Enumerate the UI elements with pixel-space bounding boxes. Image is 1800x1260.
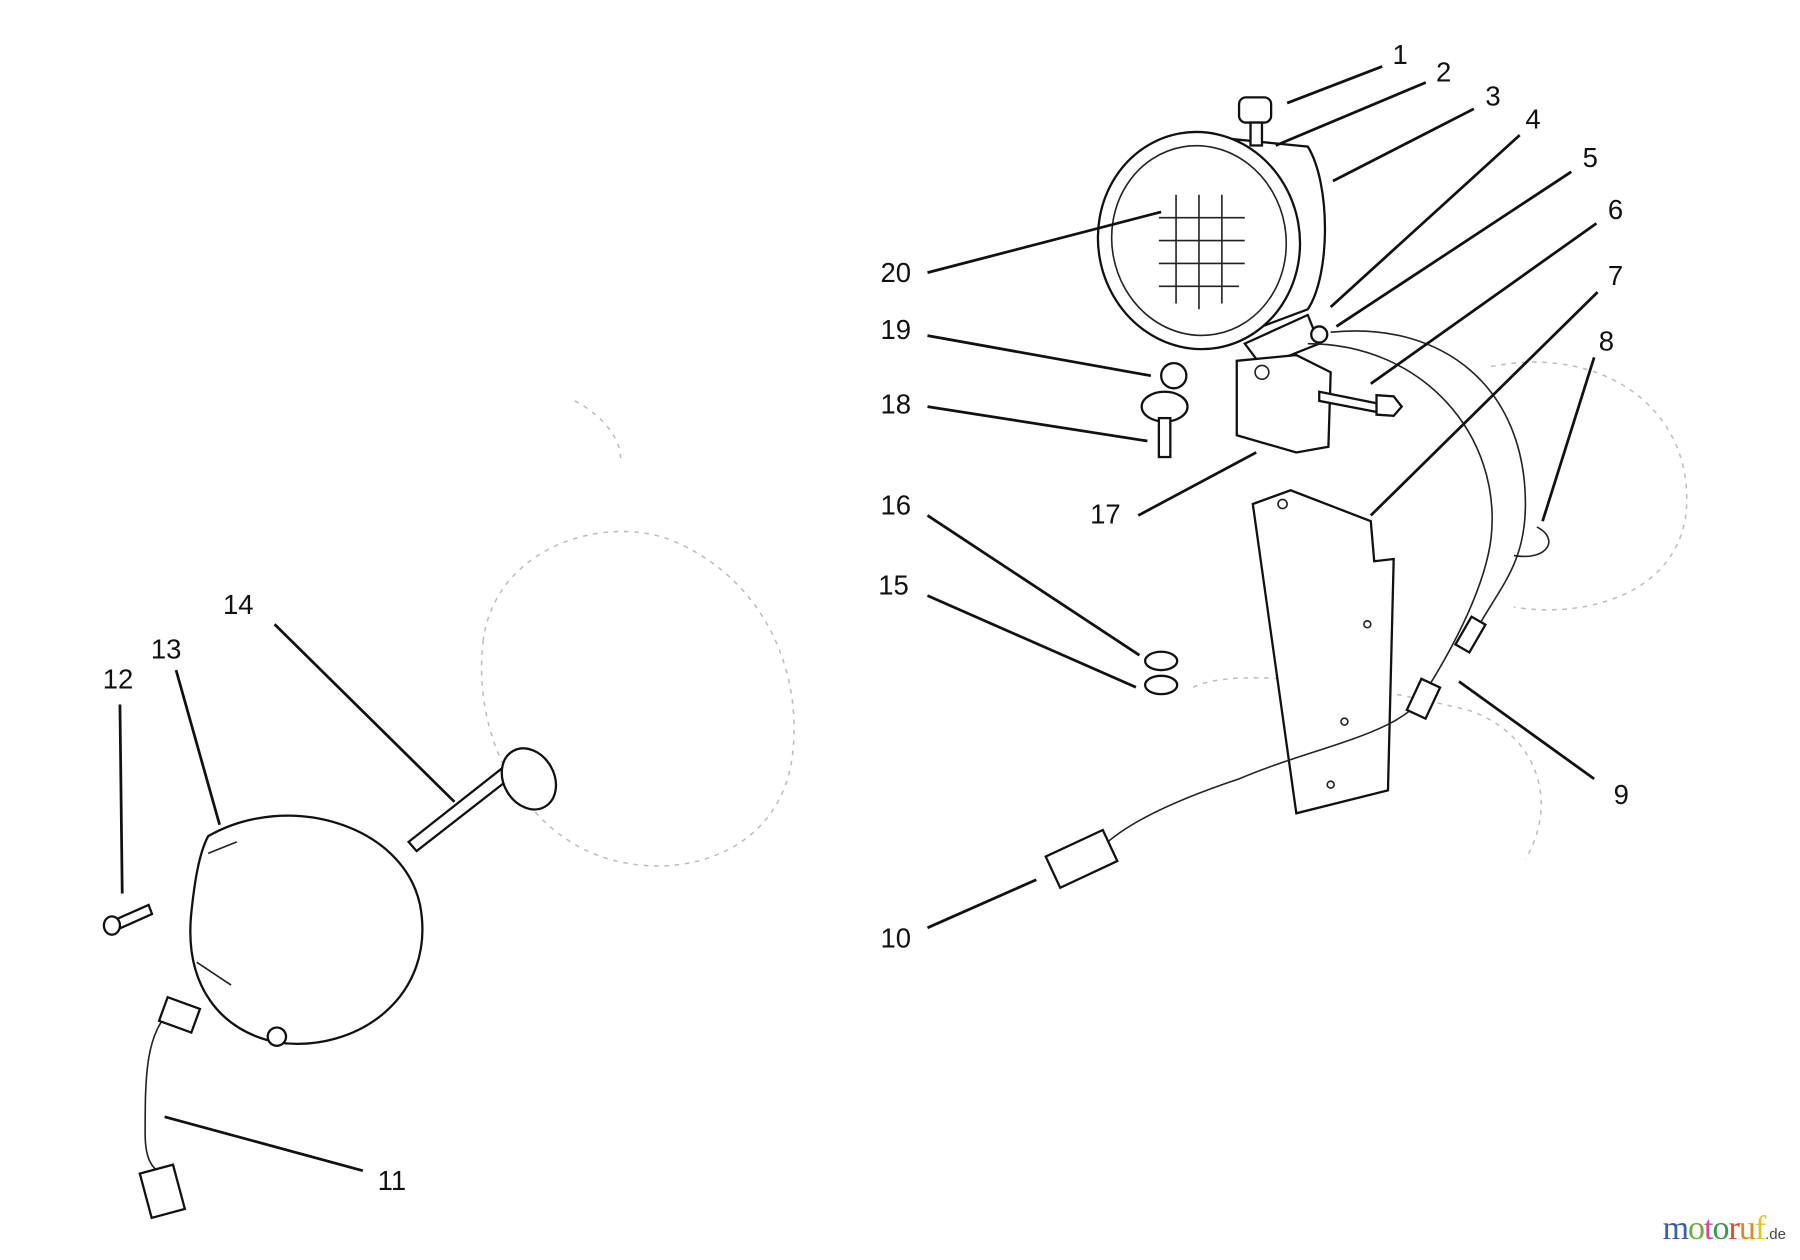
watermark-letter: r [1728, 1210, 1739, 1247]
callout-6: 6 [1608, 194, 1623, 225]
headlight-assembly [102, 747, 558, 1220]
watermark-letter: o [1712, 1210, 1729, 1247]
watermark-text: motoruf [1662, 1210, 1767, 1247]
callout-10: 10 [881, 922, 912, 953]
callout-19: 19 [881, 314, 912, 345]
wire-harness [1044, 330, 1550, 890]
callout-15: 15 [878, 569, 909, 600]
watermark-letter: m [1662, 1210, 1689, 1247]
watermark-letter: t [1704, 1210, 1714, 1247]
callout-17: 17 [1090, 498, 1121, 529]
callout-20: 20 [881, 257, 912, 288]
callout-4: 4 [1525, 103, 1540, 134]
callout-labels: 1 2 3 4 5 6 7 8 9 10 11 12 13 14 15 16 1… [103, 39, 1629, 1196]
callout-1: 1 [1393, 39, 1408, 70]
callout-14: 14 [223, 589, 254, 620]
watermark-letter: o [1688, 1210, 1705, 1247]
watermark-letter: u [1738, 1210, 1756, 1247]
callout-12: 12 [103, 663, 134, 694]
callout-8: 8 [1599, 326, 1614, 357]
support-bracket [1143, 489, 1395, 815]
watermark-suffix: .de [1765, 1226, 1786, 1243]
mounting-bracket [1140, 353, 1404, 459]
callout-11: 11 [378, 1165, 407, 1196]
callout-3: 3 [1485, 80, 1500, 111]
watermark-logo: motoruf.de [1663, 1210, 1786, 1248]
callout-2: 2 [1436, 56, 1451, 87]
watermark-letter: f [1754, 1210, 1766, 1247]
leader-lines [118, 65, 1599, 1172]
background-machine-outline [480, 361, 1688, 867]
callout-7: 7 [1608, 260, 1623, 291]
callout-13: 13 [151, 634, 182, 665]
callout-9: 9 [1614, 779, 1629, 810]
callout-5: 5 [1583, 142, 1598, 173]
work-lamp [1096, 96, 1329, 368]
callout-16: 16 [881, 489, 912, 520]
callout-18: 18 [881, 389, 912, 420]
